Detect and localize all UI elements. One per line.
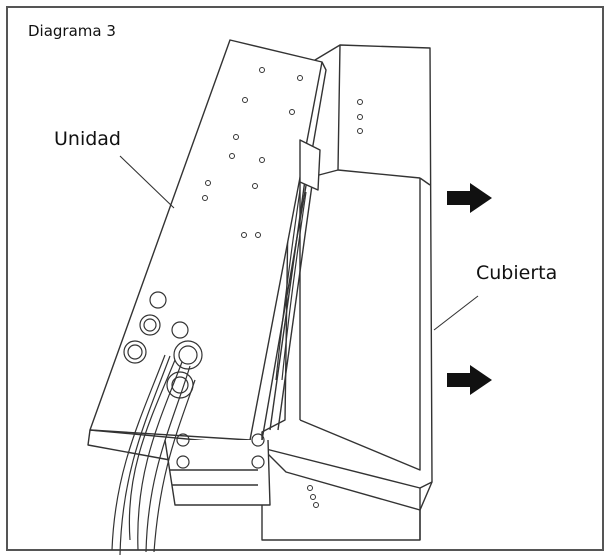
diagram-title: Diagrama 3 <box>28 22 116 40</box>
diagram-frame <box>6 6 604 551</box>
arrow-right-icon <box>447 365 492 395</box>
move-arrows <box>447 183 492 395</box>
leader-lines <box>119 155 479 331</box>
arrow-right-icon <box>447 183 492 213</box>
unit-body <box>87 39 327 506</box>
unit-screw-holes <box>202 67 303 238</box>
cables <box>111 189 307 556</box>
label-cubierta: Cubierta <box>476 262 558 284</box>
unit-connectors <box>123 291 265 469</box>
cover-screw-holes <box>307 99 363 508</box>
label-unidad: Unidad <box>54 128 121 150</box>
